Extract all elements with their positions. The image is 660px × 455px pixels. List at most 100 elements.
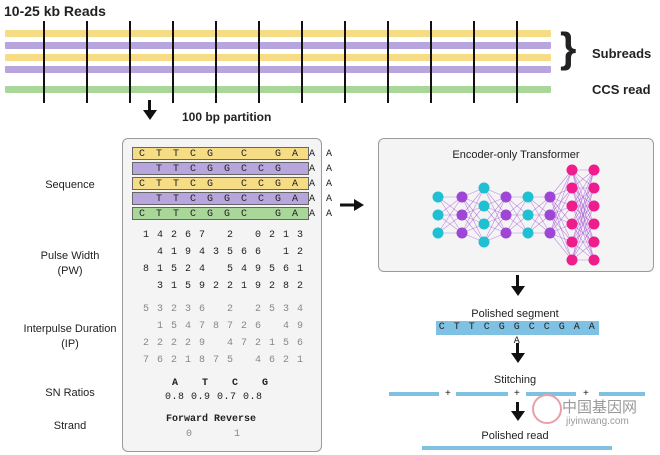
pulse-width-label: Pulse Width (PW) xyxy=(40,250,100,277)
sequence-row: C T T C G C G A A A xyxy=(132,147,332,160)
nn-edge xyxy=(483,196,507,225)
partition-line xyxy=(344,21,346,103)
nn-node xyxy=(432,191,444,203)
plus-sign: + xyxy=(445,388,451,399)
nn-edge xyxy=(461,187,485,216)
nn-edge xyxy=(483,214,507,243)
partition-line xyxy=(86,21,88,103)
nn-node xyxy=(478,182,490,194)
nn-node xyxy=(500,227,512,239)
nn-node xyxy=(456,227,468,239)
segment-bar xyxy=(389,392,439,396)
watermark-url: jiyinwang.com xyxy=(566,416,629,427)
nn-edge xyxy=(549,169,573,216)
nn-node xyxy=(500,209,512,221)
partition-arrow-icon xyxy=(143,110,157,120)
nn-edge xyxy=(461,187,485,234)
sequence-row: T T C G G C C G A A xyxy=(132,162,332,175)
nn-edge xyxy=(571,205,595,261)
pw-row: 4 1 9 4 3 5 6 6 1 2 xyxy=(143,247,305,258)
nn-node xyxy=(522,227,534,239)
nn-node xyxy=(588,254,600,266)
nn-edge xyxy=(437,196,463,234)
strand-values: 0 1 xyxy=(186,429,241,440)
polished-read-label: Polished read xyxy=(481,430,549,442)
arrow-down-icon xyxy=(511,286,525,296)
partition-line xyxy=(43,21,45,103)
pw-row: 3 1 5 9 2 2 1 9 2 8 2 xyxy=(143,281,305,292)
nn-node xyxy=(544,191,556,203)
sequence-row: C T T C G G C G A A A xyxy=(132,207,332,220)
sequence-row: C T T C G C C G A A A xyxy=(132,177,332,190)
ip-row: 2 2 2 2 9 4 7 2 1 5 6 xyxy=(143,338,305,349)
subread-bar xyxy=(5,42,551,49)
nn-node xyxy=(566,218,578,230)
nn-edge xyxy=(549,205,573,234)
nn-node xyxy=(522,191,534,203)
partition-arrow-shaft xyxy=(148,100,151,110)
strand-header: Forward Reverse xyxy=(166,414,257,425)
ip-row: 7 6 2 1 8 7 5 4 6 2 1 xyxy=(143,355,305,366)
nn-node xyxy=(432,209,444,221)
arrow-to-stitching-shaft xyxy=(516,343,519,354)
ip-row: 5 3 2 3 6 2 2 5 3 4 xyxy=(143,304,305,315)
subreads-label: Subreads xyxy=(592,46,652,61)
partition-line xyxy=(258,21,260,103)
nn-node xyxy=(588,236,600,248)
nn-node xyxy=(588,200,600,212)
nn-node xyxy=(566,236,578,248)
nn-edge xyxy=(549,169,573,234)
nn-node xyxy=(566,164,578,176)
nn-node xyxy=(432,227,444,239)
nn-edge xyxy=(483,196,507,243)
nn-node xyxy=(500,191,512,203)
stitching-label: Stitching xyxy=(493,374,537,386)
nn-node xyxy=(566,182,578,194)
partition-line xyxy=(301,21,303,103)
sn-header: A T C G xyxy=(172,378,270,389)
sequence-label: Sequence xyxy=(45,179,95,191)
arrow-down-icon xyxy=(511,411,525,421)
nn-node xyxy=(544,209,556,221)
polished-segment: C T T C G G C C G A A A xyxy=(436,321,599,347)
polished-read-bar xyxy=(422,446,612,450)
arrow-to-segment-shaft xyxy=(516,275,519,287)
ip-row: 1 5 4 7 8 7 2 6 4 9 xyxy=(143,321,305,332)
segment-bar xyxy=(456,392,508,396)
nn-node xyxy=(478,200,490,212)
nn-node xyxy=(456,191,468,203)
partition-line xyxy=(516,21,518,103)
interpulse-label: Interpulse Duration (IP) xyxy=(23,323,117,350)
nn-node xyxy=(588,218,600,230)
reads-title: 10-25 kb Reads xyxy=(4,3,106,19)
partition-line xyxy=(129,21,131,103)
partition-line xyxy=(215,21,217,103)
sequence-row: T T C G G C C G A A A xyxy=(132,192,332,205)
nn-edge xyxy=(527,196,551,234)
nn-edge xyxy=(549,169,573,198)
nn-node xyxy=(588,164,600,176)
subread-bar xyxy=(5,30,551,37)
nn-node xyxy=(544,227,556,239)
arrow-to-read-shaft xyxy=(516,402,519,412)
nn-edge xyxy=(571,169,595,207)
pw-row: 8 1 5 2 4 5 4 9 5 6 1 xyxy=(143,264,305,275)
nn-edge xyxy=(549,187,573,234)
brace-icon: } xyxy=(560,24,577,71)
plus-sign: + xyxy=(514,388,520,399)
subread-bar xyxy=(5,66,551,73)
partition-line xyxy=(430,21,432,103)
nn-node xyxy=(456,209,468,221)
nn-edge xyxy=(571,169,595,225)
nn-node xyxy=(588,182,600,194)
strand-label: Strand xyxy=(53,420,87,432)
partition-label: 100 bp partition xyxy=(182,110,272,124)
nn-node xyxy=(566,254,578,266)
plus-sign: + xyxy=(583,388,589,399)
sn-values: 0.8 0.9 0.7 0.8 xyxy=(165,392,263,403)
pw-row: 1 4 2 6 7 2 0 2 1 3 xyxy=(143,230,305,241)
nn-node xyxy=(478,218,490,230)
nn-edge xyxy=(571,169,595,243)
partition-line xyxy=(172,21,174,103)
watermark-logo-icon xyxy=(532,394,562,424)
